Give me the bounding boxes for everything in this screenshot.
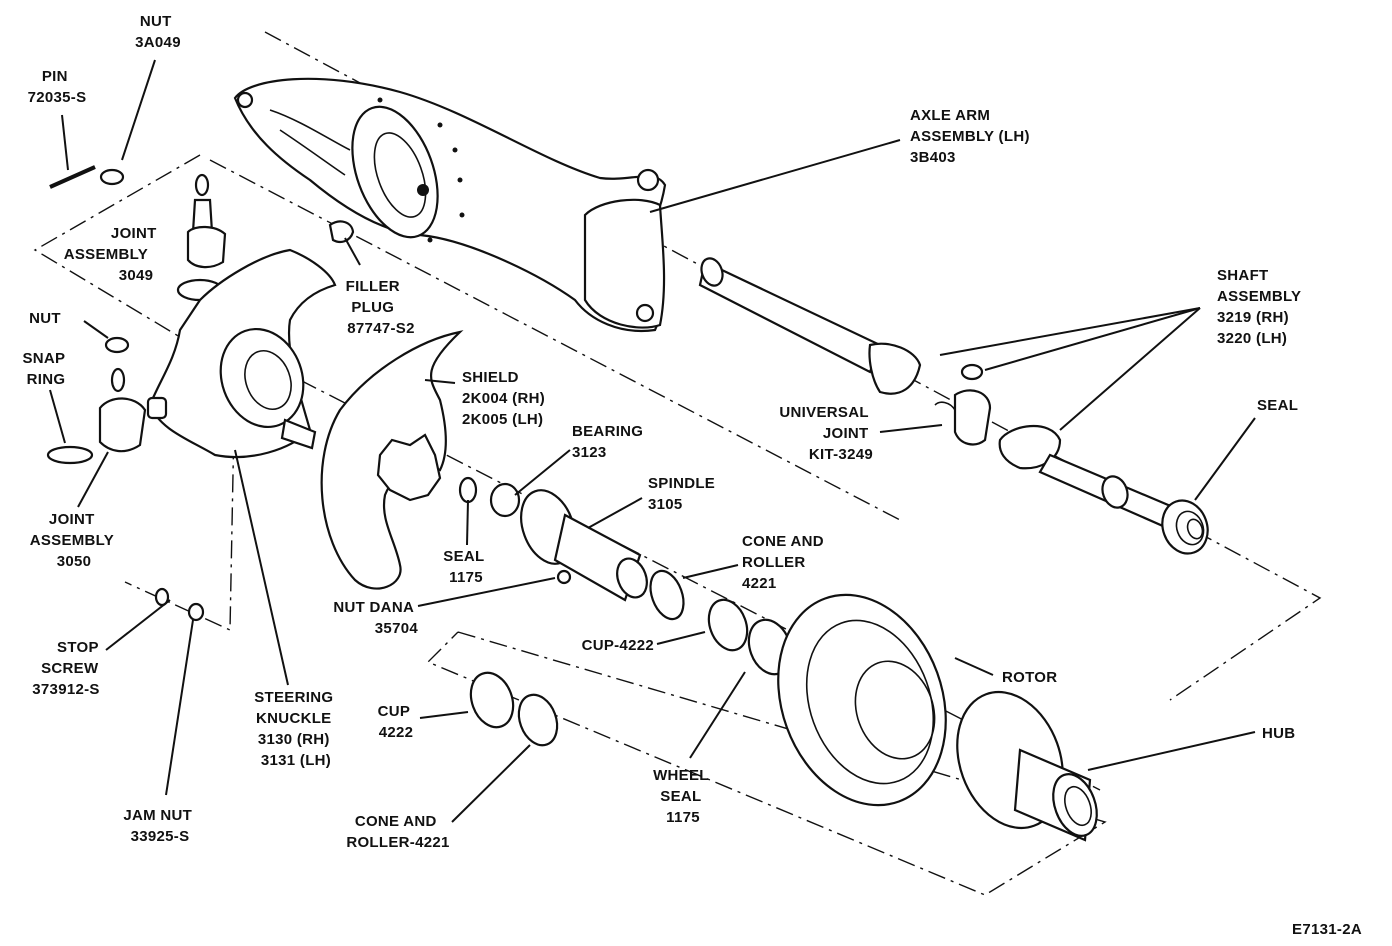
label-universal-joint: UNIVERSAL JOINT KIT-3249	[779, 404, 873, 463]
rotor	[777, 593, 947, 807]
axle-shaft-outer	[998, 425, 1182, 532]
label-stop-screw: STOP SCREW 373912-S	[32, 639, 103, 698]
label-joint-assembly-3050: JOINT ASSEMBLY 3050	[30, 511, 119, 570]
label-spindle: SPINDLE 3105	[648, 475, 720, 513]
label-snap-ring: SNAP RING	[22, 350, 69, 388]
label-jam-nut: JAM NUT 33925-S	[123, 807, 196, 845]
hub	[956, 690, 1098, 842]
label-pin: PIN 72035-S	[28, 68, 87, 106]
label-cup-4222-upper: CUP-4222	[582, 637, 654, 654]
label-steering-knuckle: STEERING KNUCKLE 3130 (RH) 3131 (LH)	[254, 689, 338, 769]
shaft-seal	[1161, 499, 1209, 555]
label-nut: NUT	[29, 310, 61, 327]
label-shield: SHIELD 2K004 (RH) 2K005 (LH)	[462, 369, 550, 428]
label-seal-right: SEAL	[1257, 397, 1298, 414]
label-cone-roller-lower: CONE AND ROLLER-4221	[346, 813, 449, 851]
label-bearing: BEARING 3123	[572, 423, 648, 461]
brake-shield	[320, 330, 464, 590]
label-seal-1175: SEAL 1175	[443, 548, 488, 586]
alignment-lines	[33, 31, 1322, 896]
universal-joint	[934, 363, 992, 446]
label-filler-plug: FILLER PLUG 87747-S2	[346, 278, 415, 337]
label-rotor: ROTOR	[1002, 669, 1057, 686]
callout-labels: NUT 3A049 PIN 72035-S JOINT ASSEMBLY 304…	[22, 13, 1362, 938]
spindle-assembly	[458, 476, 793, 747]
label-joint-assembly-3049: JOINT ASSEMBLY 3049	[64, 225, 161, 284]
label-hub: HUB	[1262, 725, 1295, 742]
label-nut-dana: NUT DANA 35704	[333, 599, 418, 637]
leader-lines	[49, 59, 1256, 823]
label-axle-arm: AXLE ARM ASSEMBLY (LH) 3B403	[910, 107, 1034, 166]
label-shaft-assembly: SHAFT ASSEMBLY 3219 (RH) 3220 (LH)	[1217, 267, 1306, 347]
axle-shaft-inner	[698, 257, 922, 395]
drawing-code: E7131-2A	[1292, 921, 1362, 938]
label-nut-3a049: NUT 3A049	[135, 13, 181, 51]
steering-knuckle	[146, 248, 337, 459]
left-hardware	[46, 165, 355, 622]
label-cone-roller-4221: CONE AND ROLLER 4221	[742, 533, 828, 592]
label-cup-4222-lower: CUP 4222	[378, 703, 415, 741]
label-wheel-seal: WHEEL SEAL 1175	[653, 767, 713, 826]
axle-arm-housing	[233, 77, 667, 333]
